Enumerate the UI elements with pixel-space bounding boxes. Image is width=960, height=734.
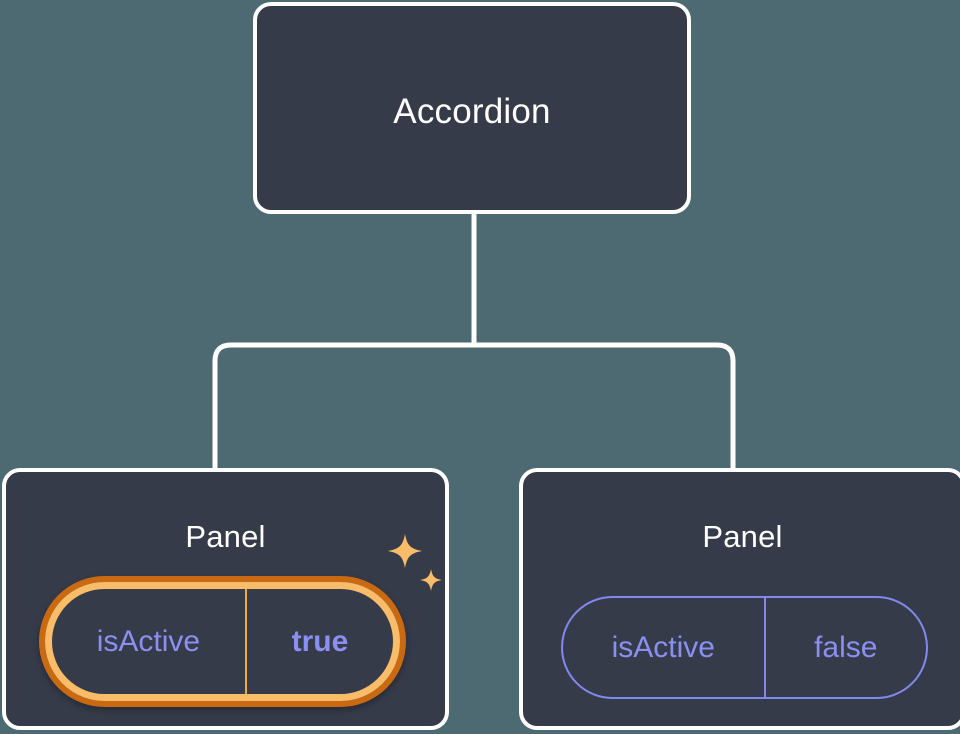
node-panel-active-label: Panel <box>185 519 266 554</box>
prop-key-isactive: isActive <box>611 630 715 664</box>
prop-pill-isactive-false[interactable]: isActive false <box>561 596 928 699</box>
prop-pill-isactive-true[interactable]: isActive true <box>39 576 406 707</box>
prop-key-isactive: isActive <box>96 624 201 658</box>
prop-pill-inner-ring: isActive true <box>45 582 400 701</box>
edge-bus <box>212 342 736 470</box>
node-panel-inactive[interactable]: Panel isActive false <box>519 468 960 730</box>
prop-value-false: false <box>763 598 927 697</box>
prop-value-true: true <box>244 589 393 694</box>
node-panel-active[interactable]: Panel isActive true <box>2 468 449 730</box>
node-panel-inactive-label: Panel <box>702 519 783 554</box>
node-accordion[interactable]: Accordion <box>253 2 691 214</box>
node-accordion-label: Accordion <box>393 92 551 131</box>
